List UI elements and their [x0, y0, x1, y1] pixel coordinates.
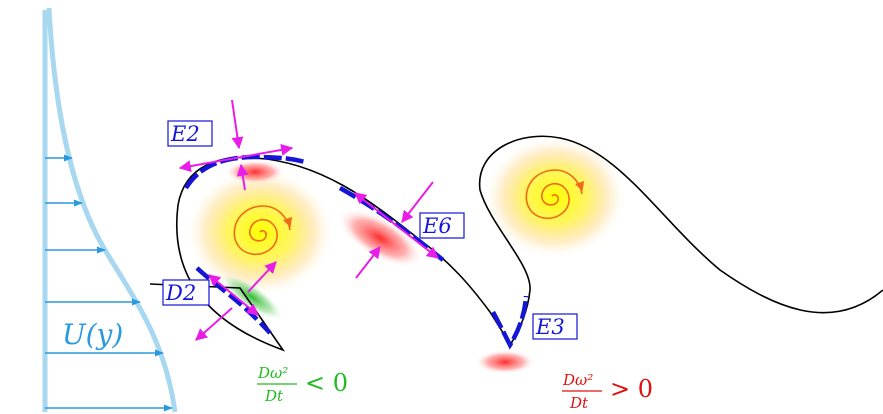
condition-positive-numerator: Dω²	[562, 371, 593, 389]
strain-arrows-d2	[195, 261, 277, 341]
double-arrow-icon	[208, 274, 259, 316]
compression-arrow	[355, 246, 381, 279]
compression-arrow	[231, 99, 244, 150]
condition-positive-denominator: Dt	[569, 394, 589, 412]
label-e3: E3	[532, 313, 578, 340]
double-arrow-icon	[178, 143, 294, 173]
segment-e3	[491, 295, 529, 350]
profile-curve	[46, 7, 178, 413]
strain-arrows-e2	[178, 99, 294, 191]
velocity-label: U(y)	[62, 318, 123, 351]
strain-blob-e2	[225, 160, 285, 184]
label-e3-text: E3	[535, 315, 565, 339]
compression-arrow	[236, 163, 249, 191]
strain-arrows-e6	[354, 181, 439, 279]
compression-arrow	[401, 181, 434, 223]
label-e6-text: E6	[422, 214, 452, 238]
spiral-icon	[525, 169, 585, 220]
condition-negative-numerator: Dω²	[257, 364, 288, 382]
condition-positive-relation: > 0	[610, 375, 653, 403]
segment-d2	[195, 266, 272, 335]
condition-negative-denominator: Dt	[264, 387, 284, 405]
label-e2-text: E2	[170, 122, 200, 146]
condition-negative-relation: < 0	[305, 369, 348, 397]
velocity-profile: U(y)	[42, 7, 178, 413]
label-e2: E2	[167, 120, 213, 147]
double-arrow-icon	[354, 192, 439, 259]
label-d2: D2	[162, 279, 210, 306]
strain-blob-e3	[475, 350, 535, 374]
extension-arrow	[195, 307, 233, 341]
label-e6: E6	[419, 212, 465, 239]
condition-positive: Dω² Dt > 0	[562, 371, 653, 412]
condition-negative: Dω² Dt < 0	[257, 364, 348, 405]
vortex-glow-right	[483, 135, 627, 259]
extension-arrow	[247, 261, 277, 293]
spiral-icon	[233, 205, 293, 256]
label-d2-text: D2	[165, 281, 196, 305]
